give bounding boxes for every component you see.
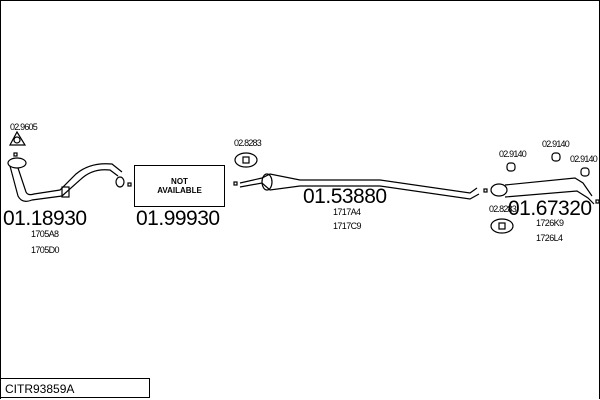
front-pipe-part	[7, 157, 125, 202]
part-ref: 1717C9	[333, 221, 362, 231]
connector-icon	[483, 188, 488, 193]
part-number[interactable]: 01.18930	[3, 207, 87, 230]
part-ref: 1726L4	[536, 233, 563, 243]
status-text: AVAILABLE	[157, 186, 202, 195]
part-ref: 1705A8	[31, 229, 59, 239]
connector-icon	[233, 181, 238, 186]
clamp-ref: 02.8283	[234, 138, 262, 148]
hanger-ref: 02.9140	[499, 149, 527, 159]
clamp-icon	[490, 218, 514, 234]
hanger-icon	[551, 152, 561, 162]
rear-muffler-part	[490, 177, 600, 205]
part-number[interactable]: 01.67320	[508, 197, 592, 220]
part-ref: 1717A4	[333, 207, 361, 217]
hanger-ref: 02.9140	[542, 139, 570, 149]
hanger-icon	[580, 167, 590, 177]
center-muffler-part	[239, 173, 480, 200]
hanger-ref: 02.9140	[570, 154, 598, 164]
status-text: NOT	[171, 177, 188, 186]
clamp-icon	[234, 152, 258, 168]
part-ref: 1726K9	[536, 218, 564, 228]
connector-icon	[127, 182, 132, 187]
part-ref: 1705D0	[31, 245, 60, 255]
connector-icon	[13, 152, 18, 157]
diagram-code: CITR93859A	[0, 378, 150, 398]
hanger-icon	[506, 162, 516, 172]
clamp-ref: 02.8283	[489, 204, 517, 214]
gasket-ref: 02.9605	[10, 122, 38, 132]
gasket-icon	[8, 130, 27, 146]
part-number[interactable]: 01.99930	[136, 207, 220, 230]
part-number[interactable]: 01.53880	[303, 185, 387, 208]
not-available-box: NOT AVAILABLE	[134, 165, 225, 207]
